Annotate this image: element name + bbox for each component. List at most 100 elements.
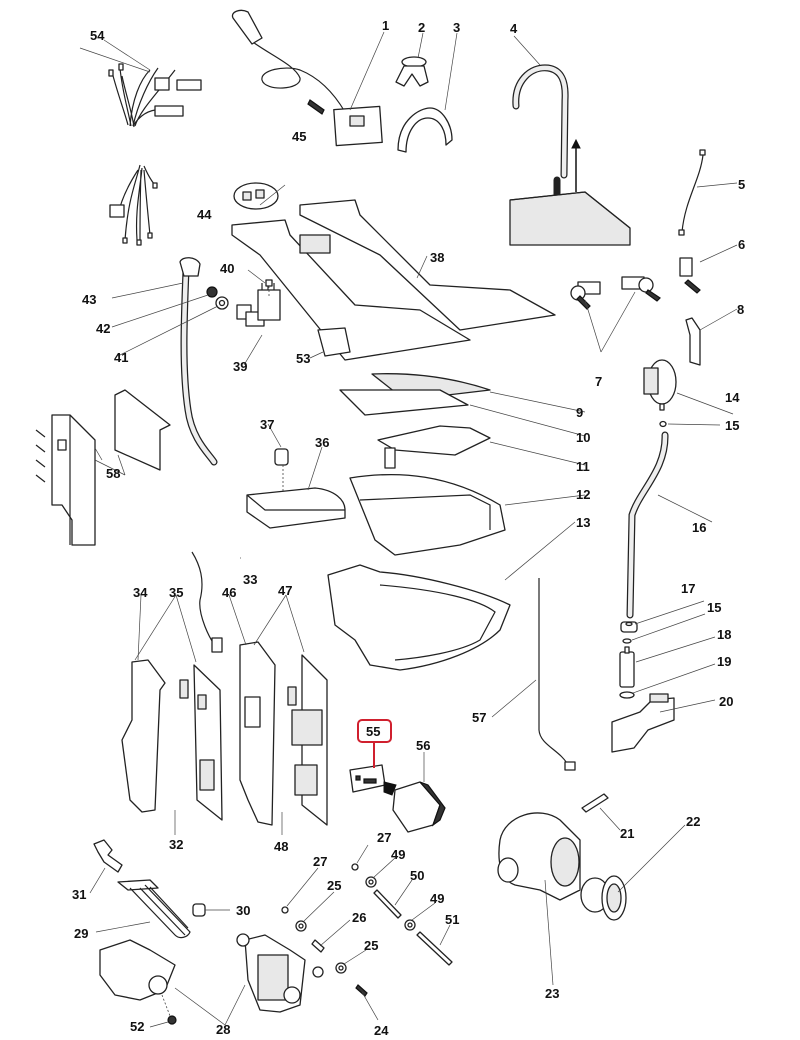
callout-30[interactable]: 30 [236,903,250,918]
callout-46[interactable]: 46 [222,585,236,600]
part-37-cap[interactable] [274,448,289,466]
part-44-grommet[interactable] [233,182,279,210]
callout-41[interactable]: 41 [114,350,128,365]
part-28a-drain-pump[interactable] [99,939,176,1001]
part-27b-nut[interactable] [351,863,359,871]
callout-22[interactable]: 22 [686,814,700,829]
part-27a-nut[interactable] [281,906,289,914]
callout-14[interactable]: 14 [725,390,740,405]
part-25b-washer[interactable] [335,962,347,974]
callout-25a[interactable]: 25 [327,878,341,893]
part-51-long-bolt[interactable] [416,931,453,966]
part-50-spacer[interactable] [373,889,402,919]
callout-9[interactable]: 9 [576,405,583,420]
callout-6[interactable]: 6 [738,237,745,252]
part-24-screw[interactable] [355,984,368,997]
callout-25b[interactable]: 25 [364,938,378,953]
part-49b-bushing[interactable] [404,919,416,931]
callout-19[interactable]: 19 [717,654,731,669]
part-1-power-cord[interactable] [231,9,383,147]
part-26-bolt[interactable] [311,939,325,953]
part-43-hose-elbow[interactable] [179,257,218,466]
part-36-tray[interactable] [246,487,346,529]
callout-13[interactable]: 13 [576,515,590,530]
part-23-pump-housing[interactable] [497,812,581,901]
callout-31[interactable]: 31 [72,887,86,902]
callout-15b[interactable]: 15 [707,600,721,615]
callout-42[interactable]: 42 [96,321,110,336]
callout-34[interactable]: 34 [133,585,148,600]
callout-47[interactable]: 47 [278,583,292,598]
callout-27a[interactable]: 27 [313,854,327,869]
callout-35[interactable]: 35 [169,585,183,600]
part-29-heating-element[interactable] [117,879,191,939]
part-12-dispenser-drawer[interactable] [349,474,506,556]
part-53-bracket[interactable] [317,327,351,357]
part-18-pressure-chamber[interactable] [619,646,635,688]
part-58-cover-panels[interactable] [35,389,171,546]
part-8-clip[interactable] [685,317,701,366]
part-16-pressure-hose[interactable] [626,431,669,619]
part-42-filter-screen[interactable] [206,286,218,298]
part-52-screw[interactable] [167,1015,177,1025]
callout-5[interactable]: 5 [738,177,745,192]
part-57-sensor-cable[interactable] [538,578,576,771]
part-17-seal[interactable] [620,621,638,633]
part-19-ring[interactable] [619,691,635,699]
callout-21[interactable]: 21 [620,826,634,841]
part-21-pin[interactable] [581,793,609,813]
part-28b-circulation-pump[interactable] [236,933,324,1013]
callout-49a[interactable]: 49 [391,847,405,862]
part-3-hose-guide[interactable] [397,107,453,153]
callout-56[interactable]: 56 [416,738,430,753]
part-38-dispenser-housing[interactable] [231,199,556,361]
callout-18[interactable]: 18 [717,627,731,642]
part-47-main-board[interactable] [287,654,328,826]
part-22-pump-filter[interactable] [580,875,627,921]
part-15-o-ring[interactable] [659,420,667,428]
callout-52[interactable]: 52 [130,1019,144,1034]
callout-50[interactable]: 50 [410,868,424,883]
callout-33[interactable]: 33 [243,572,257,587]
part-13-dispenser-body[interactable] [327,564,511,671]
part-41-washer[interactable] [215,296,229,310]
callout-53[interactable]: 53 [296,351,310,366]
part-45-screw[interactable] [307,99,325,115]
part-wiring-harness-secondary[interactable] [109,164,158,246]
callout-38[interactable]: 38 [430,250,444,265]
part-31-thermostat[interactable] [93,839,123,873]
part-54-wiring-harness[interactable] [108,63,202,128]
callout-54[interactable]: 54 [90,28,105,43]
callout-10[interactable]: 10 [576,430,590,445]
callout-4[interactable]: 4 [510,21,518,36]
part-34-board-cover[interactable] [121,659,166,813]
part-20-door-lock[interactable] [611,693,675,753]
part-4-drain-hose[interactable] [509,64,631,246]
callout-2[interactable]: 2 [418,20,425,35]
callout-58[interactable]: 58 [106,466,120,481]
part-7-connectors[interactable] [570,276,661,310]
callout-27b[interactable]: 27 [377,830,391,845]
callout-39[interactable]: 39 [233,359,247,374]
part-49a-bushing[interactable] [365,876,377,888]
callout-26[interactable]: 26 [352,910,366,925]
part-56-capacitor[interactable] [392,781,446,833]
callout-12[interactable]: 12 [576,487,590,502]
callout-23[interactable]: 23 [545,986,559,1001]
part-46-board-cover[interactable] [239,641,276,826]
part-5-cable[interactable] [678,149,706,236]
part-35-control-board[interactable] [179,664,223,821]
callout-55-highlighted[interactable]: 55 [366,724,380,739]
callout-17[interactable]: 17 [681,581,695,596]
callout-24[interactable]: 24 [374,1023,389,1038]
callout-3[interactable]: 3 [453,20,460,35]
part-33-ribbon-cable[interactable] [191,551,223,653]
callout-32[interactable]: 32 [169,837,183,852]
callout-7[interactable]: 7 [595,374,602,389]
callout-37[interactable]: 37 [260,417,274,432]
callout-57[interactable]: 57 [472,710,486,725]
callout-8[interactable]: 8 [737,302,744,317]
part-30-bushing[interactable] [192,903,206,917]
part-55-highlighted-module[interactable] [349,764,386,793]
callout-36[interactable]: 36 [315,435,329,450]
